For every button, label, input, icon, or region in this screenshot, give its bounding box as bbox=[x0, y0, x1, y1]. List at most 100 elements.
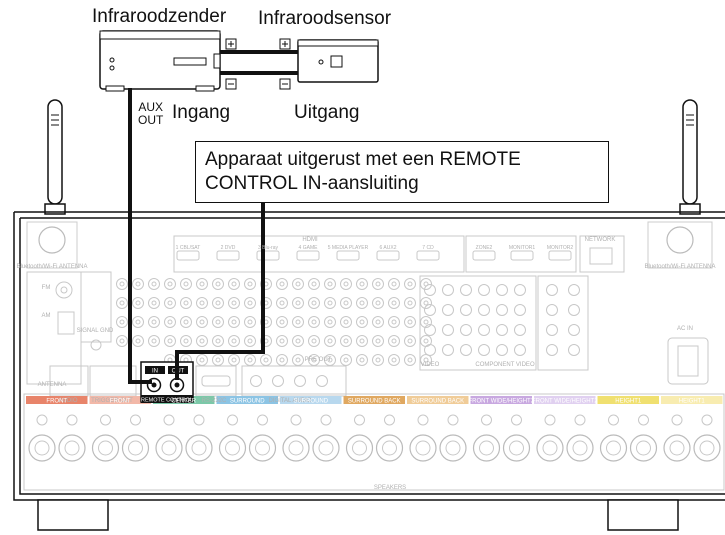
speaker-terminal-inner bbox=[700, 441, 714, 455]
rca-jack bbox=[165, 298, 176, 309]
rca-jack-inner bbox=[392, 320, 396, 324]
rca-jack bbox=[277, 355, 288, 366]
input-label: Ingang bbox=[172, 102, 230, 124]
speaker-terminal bbox=[601, 435, 627, 461]
rca-jack bbox=[421, 279, 432, 290]
speaker-terminal-inner bbox=[543, 441, 557, 455]
polarity-markers bbox=[226, 39, 290, 89]
video-jack bbox=[515, 345, 526, 356]
video-jack bbox=[515, 285, 526, 296]
speaker-polarity-mark bbox=[37, 415, 47, 425]
rca-jack bbox=[325, 298, 336, 309]
rca-jack-inner bbox=[328, 339, 332, 343]
speaker-terminals bbox=[26, 396, 723, 461]
speaker-polarity-mark bbox=[672, 415, 682, 425]
component-jack bbox=[569, 305, 580, 316]
speaker-polarity-mark bbox=[482, 415, 492, 425]
video-jack bbox=[461, 345, 472, 356]
speaker-polarity-mark bbox=[418, 415, 428, 425]
rca-jack bbox=[181, 336, 192, 347]
rca-jack-inner bbox=[264, 358, 268, 362]
speaker-terminal-inner bbox=[99, 441, 113, 455]
rca-jack bbox=[229, 336, 240, 347]
rca-jack bbox=[373, 336, 384, 347]
rca-jack bbox=[309, 355, 320, 366]
rca-jack-inner bbox=[120, 320, 124, 324]
rca-jack-inner bbox=[344, 358, 348, 362]
hdmi-out-port bbox=[511, 251, 533, 260]
speaker-terminal-inner bbox=[65, 441, 79, 455]
speaker-group-band bbox=[407, 396, 469, 404]
rca-jack-inner bbox=[200, 301, 204, 305]
speaker-terminal-inner bbox=[383, 441, 397, 455]
rca-jack-inner bbox=[328, 282, 332, 286]
rca-jack bbox=[117, 317, 128, 328]
component-jack bbox=[547, 325, 558, 336]
rca-jack-inner bbox=[184, 320, 188, 324]
rca-jack bbox=[245, 298, 256, 309]
speaker-polarity-mark bbox=[512, 415, 522, 425]
rca-jack-inner bbox=[344, 282, 348, 286]
hdmi-out-block bbox=[466, 236, 576, 272]
component-jack bbox=[547, 285, 558, 296]
rca-jack bbox=[117, 279, 128, 290]
rca-jack-inner bbox=[312, 282, 316, 286]
rca-jack bbox=[405, 279, 416, 290]
antenna-right bbox=[680, 100, 700, 214]
rca-jack bbox=[421, 355, 432, 366]
rca-jack-inner bbox=[248, 358, 252, 362]
speaker-terminal-inner bbox=[192, 441, 206, 455]
video-jack bbox=[479, 285, 490, 296]
rca-jack-inner bbox=[120, 282, 124, 286]
video-jack bbox=[515, 305, 526, 316]
rca-jack bbox=[133, 279, 144, 290]
aux-out-label: AUX OUT bbox=[138, 101, 163, 127]
rca-jack-inner bbox=[360, 282, 364, 286]
rca-jack bbox=[357, 279, 368, 290]
rca-jack bbox=[133, 317, 144, 328]
rca-jack bbox=[149, 317, 160, 328]
digital-jack bbox=[273, 376, 284, 387]
signal-gnd-block bbox=[81, 272, 111, 342]
rca-jack-inner bbox=[376, 320, 380, 324]
speaker-terminal bbox=[123, 435, 149, 461]
rca-jack-inner bbox=[280, 358, 284, 362]
speaker-group-band bbox=[26, 396, 88, 404]
rca-jack-inner bbox=[296, 320, 300, 324]
rca-jack bbox=[181, 298, 192, 309]
rca-jack-inner bbox=[296, 358, 300, 362]
rca-jack bbox=[357, 298, 368, 309]
rca-jack bbox=[389, 336, 400, 347]
digital-jack bbox=[251, 376, 262, 387]
rca-jack-inner bbox=[376, 282, 380, 286]
rca-jack-inner bbox=[184, 339, 188, 343]
speaker-terminal-inner bbox=[446, 441, 460, 455]
video-jack bbox=[461, 305, 472, 316]
hdmi-port bbox=[217, 251, 239, 260]
rca-jack bbox=[325, 279, 336, 290]
rca-jack-inner bbox=[216, 301, 220, 305]
speaker-group-band bbox=[471, 396, 533, 404]
speaker-terminal bbox=[440, 435, 466, 461]
rca-jack-inner bbox=[136, 339, 140, 343]
speaker-terminal-inner bbox=[637, 441, 651, 455]
rca-jack-inner bbox=[120, 339, 124, 343]
rca-jack bbox=[373, 317, 384, 328]
speaker-terminal-inner bbox=[226, 441, 240, 455]
speaker-terminal bbox=[186, 435, 212, 461]
rca-jack bbox=[117, 336, 128, 347]
rca-jack bbox=[133, 336, 144, 347]
speaker-polarity-mark bbox=[67, 415, 77, 425]
rca-jack bbox=[357, 336, 368, 347]
audio-block bbox=[50, 366, 88, 396]
speaker-terminal-inner bbox=[573, 441, 587, 455]
rca-jack-inner bbox=[200, 358, 204, 362]
rca-jack bbox=[405, 298, 416, 309]
fm-socket bbox=[56, 282, 72, 298]
rca-jack-inner bbox=[408, 301, 412, 305]
rca-jack-inner bbox=[216, 339, 220, 343]
rca-jack-inner bbox=[280, 320, 284, 324]
rca-jack-inner bbox=[424, 339, 428, 343]
rca-jack bbox=[245, 355, 256, 366]
